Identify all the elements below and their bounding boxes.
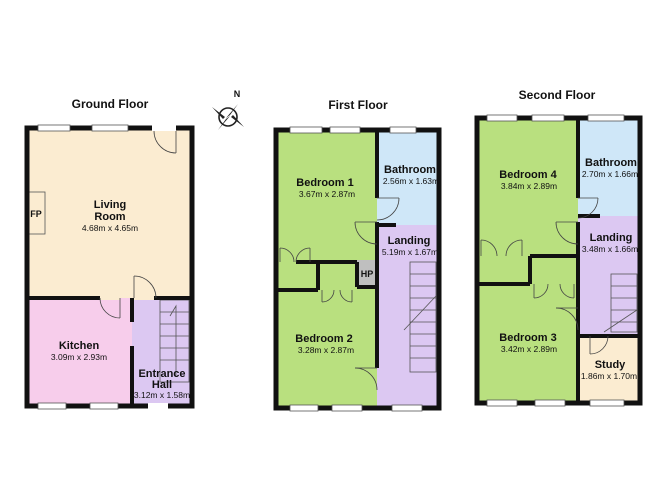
hp-cupboard	[357, 260, 377, 285]
bedroom-4-name: Bedroom 4	[499, 169, 557, 181]
second-landing	[578, 216, 640, 336]
entrance-hall-dimensions: 3.12m x 1.58m	[134, 390, 190, 400]
wardrobe-doors	[533, 283, 575, 299]
study-door	[589, 335, 609, 355]
hp-label: HP	[361, 269, 374, 279]
bedroom-3-door	[555, 307, 579, 331]
window	[289, 126, 323, 134]
bedroom-1-door	[354, 221, 378, 245]
window	[331, 404, 363, 412]
bedroom-1-dimensions: 3.67m x 2.87m	[299, 189, 355, 199]
living-room-door	[133, 275, 157, 300]
window	[37, 124, 71, 132]
entrance-hall-name-line1: Entrance	[138, 368, 185, 380]
window	[587, 114, 625, 122]
bedroom-4-and-3	[477, 118, 578, 403]
second-bathroom	[578, 118, 640, 216]
study-name: Study	[595, 359, 626, 371]
bedroom-2-name: Bedroom 2	[295, 333, 352, 345]
wardrobe-doors	[279, 247, 311, 263]
patio-door	[152, 125, 177, 154]
bedroom-3-dimensions: 3.42m x 2.89m	[501, 344, 557, 354]
second-floor: Second Floor	[474, 88, 643, 407]
window	[534, 399, 566, 407]
bedroom-4-dimensions: 3.84m x 2.89m	[501, 181, 557, 191]
second-bathroom-dimensions: 2.70m x 1.66m	[582, 169, 638, 179]
window	[37, 402, 67, 410]
bedroom-3-name: Bedroom 3	[499, 332, 556, 344]
living-room	[27, 128, 192, 298]
window	[289, 404, 319, 412]
compass: N	[212, 89, 244, 130]
window	[391, 404, 423, 412]
window	[531, 114, 565, 122]
compass-north-label: N	[234, 89, 241, 99]
bedroom-2-dimensions: 3.28m x 2.87m	[298, 345, 354, 355]
study-dimensions: 1.86m x 1.70m	[581, 371, 637, 381]
first-bathroom-dimensions: 2.56m x 1.63m	[383, 176, 439, 186]
ground-floor: Ground Floor FP	[24, 97, 195, 410]
window	[329, 126, 361, 134]
ground-floor-title: Ground Floor	[72, 97, 149, 111]
second-floor-title: Second Floor	[519, 88, 596, 102]
first-floor-title: First Floor	[328, 98, 388, 112]
window	[589, 399, 625, 407]
living-room-dimensions: 4.68m x 4.65m	[82, 223, 138, 233]
first-landing-dimensions: 5.19m x 1.67m	[382, 247, 438, 257]
living-room-name-line1: Living	[94, 199, 126, 211]
wardrobe-doors	[321, 289, 353, 303]
first-floor: First Floor	[273, 98, 442, 412]
second-landing-name: Landing	[590, 232, 633, 244]
first-bathroom-name: Bathroom	[384, 164, 436, 176]
entrance-hall-name-line2: Hall	[152, 379, 172, 391]
kitchen-name: Kitchen	[59, 340, 100, 352]
window	[91, 124, 129, 132]
first-bathroom	[377, 130, 439, 225]
bedroom-2-door	[354, 367, 378, 391]
window	[389, 126, 417, 134]
wardrobe-doors	[480, 239, 523, 257]
staircase	[403, 261, 437, 373]
second-bathroom-name: Bathroom	[585, 157, 637, 169]
first-landing	[377, 225, 439, 408]
kitchen-door	[99, 296, 121, 319]
entrance-hall	[132, 298, 192, 406]
front-door	[148, 403, 168, 409]
window	[89, 402, 119, 410]
bedroom-1-name: Bedroom 1	[296, 177, 353, 189]
fireplace-label: FP	[30, 209, 42, 219]
bedroom-1	[276, 130, 377, 260]
kitchen-dimensions: 3.09m x 2.93m	[51, 352, 107, 362]
first-landing-name: Landing	[388, 235, 431, 247]
staircase	[603, 273, 638, 333]
window	[486, 399, 518, 407]
second-landing-dimensions: 3.48m x 1.66m	[582, 244, 638, 254]
bathroom-door	[577, 197, 599, 219]
bedroom-4-door	[555, 221, 579, 245]
living-room-name-line2: Room	[94, 211, 125, 223]
kitchen	[27, 298, 132, 406]
bathroom-door	[376, 197, 400, 221]
window	[486, 114, 518, 122]
study	[578, 336, 640, 403]
